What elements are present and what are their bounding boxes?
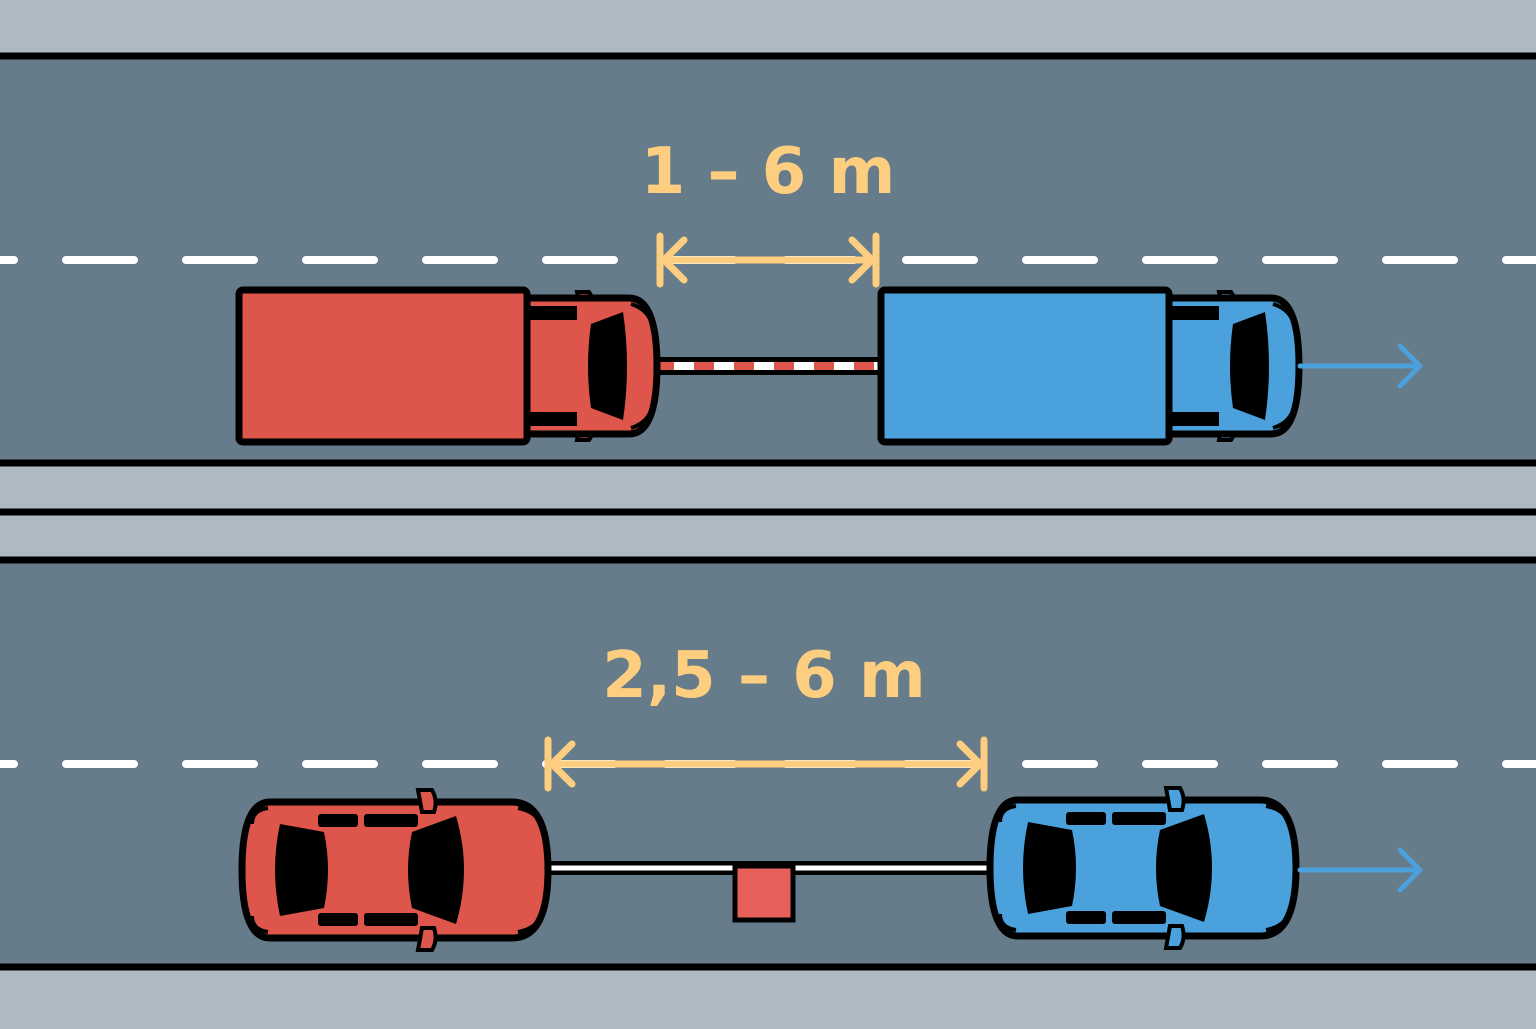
towed-truck <box>239 290 657 442</box>
warning-flag <box>732 863 796 923</box>
distance-label: 2,5 – 6 m <box>602 639 925 713</box>
distance-label: 1 – 6 m <box>641 135 896 209</box>
direction-arrow-icon <box>1297 343 1423 389</box>
towing-car <box>990 788 1296 948</box>
distance-measure-arrow <box>544 736 988 792</box>
towed-car <box>242 790 548 950</box>
direction-arrow-icon <box>1297 847 1423 893</box>
distance-measure-arrow <box>656 232 880 288</box>
panel-car: 2,5 – 6 m <box>0 508 1536 971</box>
towing-truck <box>881 290 1299 442</box>
panel-truck: 1 – 6 m <box>0 52 1536 467</box>
